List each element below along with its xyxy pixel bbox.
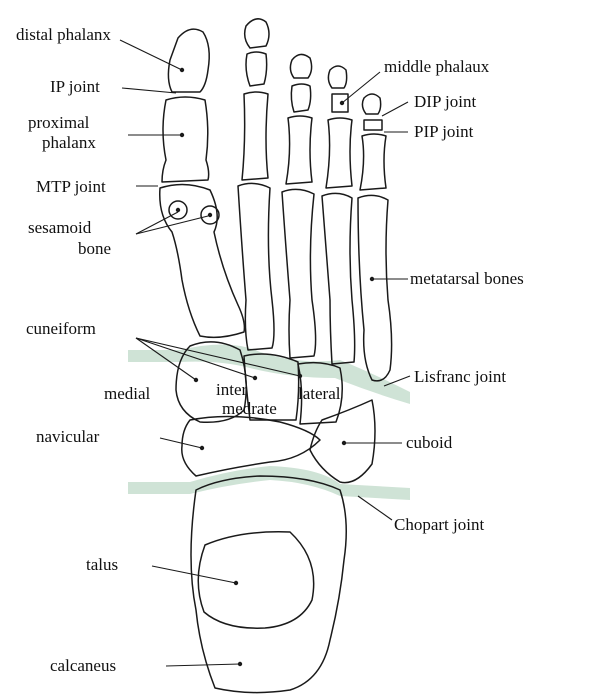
- labels: distal phalanx IP joint proximal phalanx…: [16, 25, 524, 675]
- toe5-distal-phalanx: [362, 94, 380, 114]
- leader-middle-phalanx: [342, 72, 380, 103]
- label-calcaneus: calcaneus: [50, 656, 116, 675]
- toe4-metatarsal: [322, 193, 355, 364]
- dot-cuboid: [342, 441, 346, 445]
- label-pip-joint: PIP joint: [414, 122, 474, 141]
- toe4-distal-phalanx: [328, 66, 346, 88]
- hallux-distal-phalanx: [168, 29, 209, 92]
- label-medrate: medrate: [222, 399, 277, 418]
- toe5-middle-phalanx: [364, 120, 382, 130]
- leader-talus: [152, 566, 236, 583]
- calcaneus-and-midfoot-outline: [191, 476, 346, 693]
- label-dip-joint: DIP joint: [414, 92, 476, 111]
- dot-medial-cuneiform: [194, 378, 198, 382]
- dot-middle-phalanx: [340, 101, 344, 105]
- leader-distal-phalanx: [120, 40, 182, 70]
- label-proximal: proximal: [28, 113, 90, 132]
- label-sesamoid: sesamoid: [28, 218, 92, 237]
- toe2-metatarsal: [238, 183, 274, 350]
- label-chopart-joint: Chopart joint: [394, 515, 484, 534]
- label-lateral: lateral: [298, 384, 341, 403]
- toe5-metatarsal: [358, 195, 392, 380]
- label-mtp-joint: MTP joint: [36, 177, 106, 196]
- toe5-proximal-phalanx: [360, 134, 386, 190]
- leader-dip-joint: [382, 102, 408, 116]
- toe3-proximal-phalanx: [286, 116, 312, 184]
- label-phalanx: phalanx: [42, 133, 96, 152]
- dot-metatarsal-bones: [370, 277, 374, 281]
- dot-talus: [234, 581, 238, 585]
- dot-sesamoid-1: [176, 208, 180, 212]
- leader-lisfranc-joint: [384, 376, 410, 386]
- toe2-distal-phalanx: [245, 19, 269, 48]
- label-distal-phalanx: distal phalanx: [16, 25, 111, 44]
- toe2-proximal-phalanx: [242, 92, 268, 180]
- hallux-proximal-phalanx: [162, 97, 209, 182]
- label-cuneiform: cuneiform: [26, 319, 96, 338]
- dot-sesamoid-2: [208, 213, 212, 217]
- dot-distal-phalanx: [180, 68, 184, 72]
- leader-ip-joint: [122, 88, 176, 93]
- chopart-joint-band: [128, 466, 410, 500]
- dot-lateral-cuneiform: [298, 374, 302, 378]
- label-metatarsal-bones: metatarsal bones: [410, 269, 524, 288]
- toe4-proximal-phalanx: [326, 118, 352, 188]
- hallux-metatarsal: [160, 184, 245, 337]
- dot-navicular: [200, 446, 204, 450]
- toe2-middle-phalanx: [246, 52, 267, 86]
- label-navicular: navicular: [36, 427, 100, 446]
- label-bone: bone: [78, 239, 111, 258]
- label-ip-joint: IP joint: [50, 77, 100, 96]
- cuboid: [310, 400, 375, 483]
- toe3-metatarsal: [282, 189, 316, 358]
- talus: [198, 532, 313, 628]
- dot-intermediate-cuneiform: [253, 376, 257, 380]
- leader-chopart-joint: [358, 496, 392, 520]
- toe3-distal-phalanx: [290, 54, 311, 78]
- lisfranc-joint-band: [128, 344, 410, 404]
- label-lisfranc-joint: Lisfranc joint: [414, 367, 506, 386]
- label-inter: inter: [216, 380, 247, 399]
- leader-calcaneus: [166, 664, 240, 666]
- label-medial: medial: [104, 384, 151, 403]
- toe3-middle-phalanx: [291, 84, 310, 112]
- dot-proximal-phalanx: [180, 133, 184, 137]
- label-talus: talus: [86, 555, 118, 574]
- dot-calcaneus: [238, 662, 242, 666]
- label-middle-phalaux: middle phalaux: [384, 57, 490, 76]
- leader-navicular: [160, 438, 202, 448]
- label-cuboid: cuboid: [406, 433, 453, 452]
